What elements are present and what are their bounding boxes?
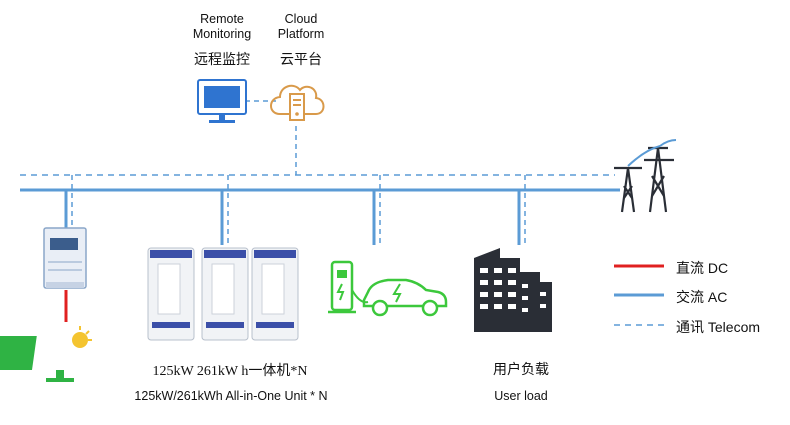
ess-label-zh: 125kW 261kW h一体机*N	[152, 364, 308, 379]
legend-ac-label: 交流 AC	[676, 289, 728, 305]
legend-dc-label: 直流 DC	[676, 260, 729, 276]
cloud-label-zh: 云平台	[280, 51, 322, 67]
ev-charging-icon	[328, 260, 448, 317]
buildings-icon	[474, 248, 552, 332]
remote-label-line1: Remote	[200, 12, 244, 26]
transmission-tower-icon	[614, 139, 677, 213]
cloud-server-icon	[270, 84, 325, 121]
remote-label-line2: Monitoring	[192, 27, 252, 41]
inverter-icon	[43, 227, 87, 289]
ess-label-en: 125kW/261kWh All-in-One Unit * N	[134, 389, 328, 403]
solar-panel-icon	[0, 326, 92, 382]
legend-telecom-label: 通讯 Telecom	[676, 319, 761, 335]
load-label-en: User load	[494, 389, 548, 403]
computer-icon	[197, 79, 247, 123]
remote-label-zh: 远程监控	[194, 51, 250, 67]
cloud-label-line1: Cloud	[284, 12, 318, 26]
ess-cabinet	[251, 247, 299, 341]
ess-cabinet	[201, 247, 249, 341]
load-label-zh: 用户负载	[493, 361, 549, 377]
ess-cabinet	[147, 247, 195, 341]
cloud-label-line2: Platform	[277, 27, 325, 41]
ess-cabinets-icon	[147, 247, 299, 341]
